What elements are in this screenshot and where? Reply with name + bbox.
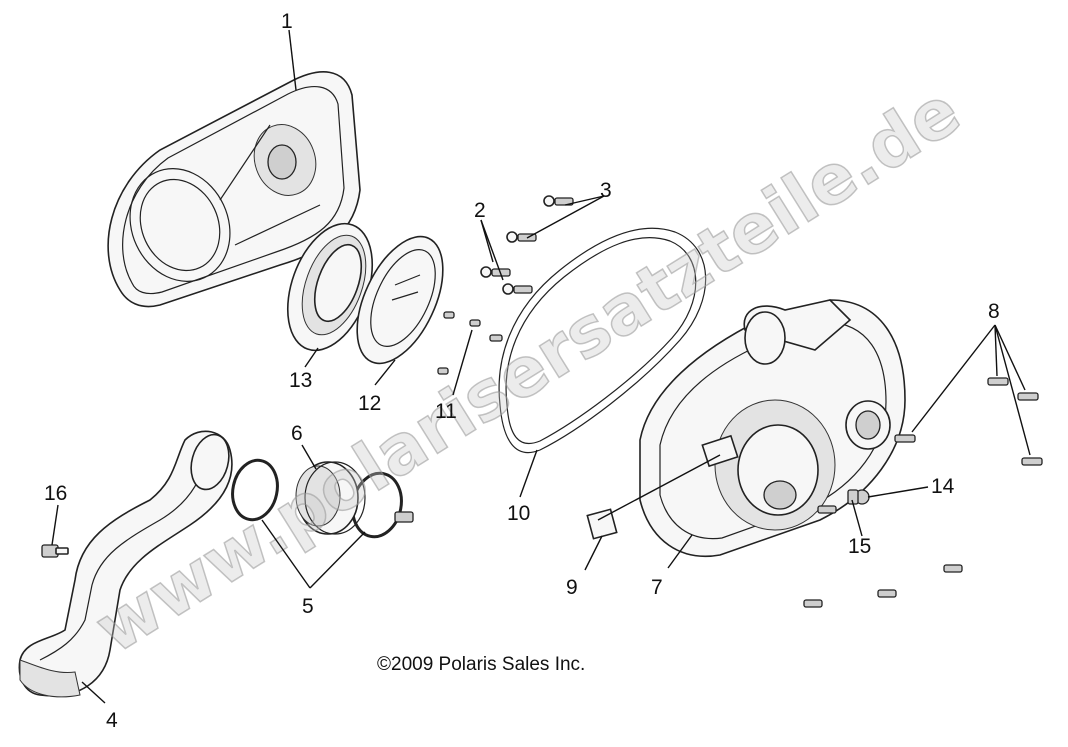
callout-8: 8: [988, 300, 1000, 323]
outer-clutch-cover: [586, 299, 906, 557]
callout-13: 13: [289, 369, 312, 392]
air-duct: [18, 430, 233, 698]
cover-bolts: [803, 377, 1043, 608]
callout-15: 15: [848, 535, 871, 558]
callout-6: 6: [291, 422, 303, 445]
callouts: 1 2 3 4 5 6 7 8 9 10 11 12 13 14 15 16: [44, 10, 1000, 732]
callout-14: 14: [931, 475, 955, 498]
callout-9: 9: [566, 576, 578, 599]
seal-plate: [356, 235, 444, 365]
hose-clamps: [231, 458, 414, 539]
leader-lines: [51, 29, 1031, 704]
callout-2: 2: [474, 199, 486, 222]
seal-ring: [286, 222, 374, 352]
callout-5: 5: [302, 595, 314, 618]
callout-12: 12: [358, 392, 381, 415]
screws-11: [437, 311, 503, 375]
callout-16: 16: [44, 482, 67, 505]
duct-coupler: [295, 461, 366, 535]
bolt-16: [41, 544, 69, 558]
callout-1: 1: [281, 10, 293, 33]
callout-7: 7: [651, 576, 663, 599]
bolts-2-3: [480, 195, 574, 295]
cover-gasket: [498, 227, 707, 454]
copyright-text: ©2009 Polaris Sales Inc.: [377, 654, 585, 675]
callout-10: 10: [507, 502, 530, 525]
inner-clutch-cover: [107, 71, 361, 308]
callout-11: 11: [435, 400, 457, 423]
callout-3: 3: [600, 179, 612, 202]
callout-4: 4: [106, 709, 118, 732]
